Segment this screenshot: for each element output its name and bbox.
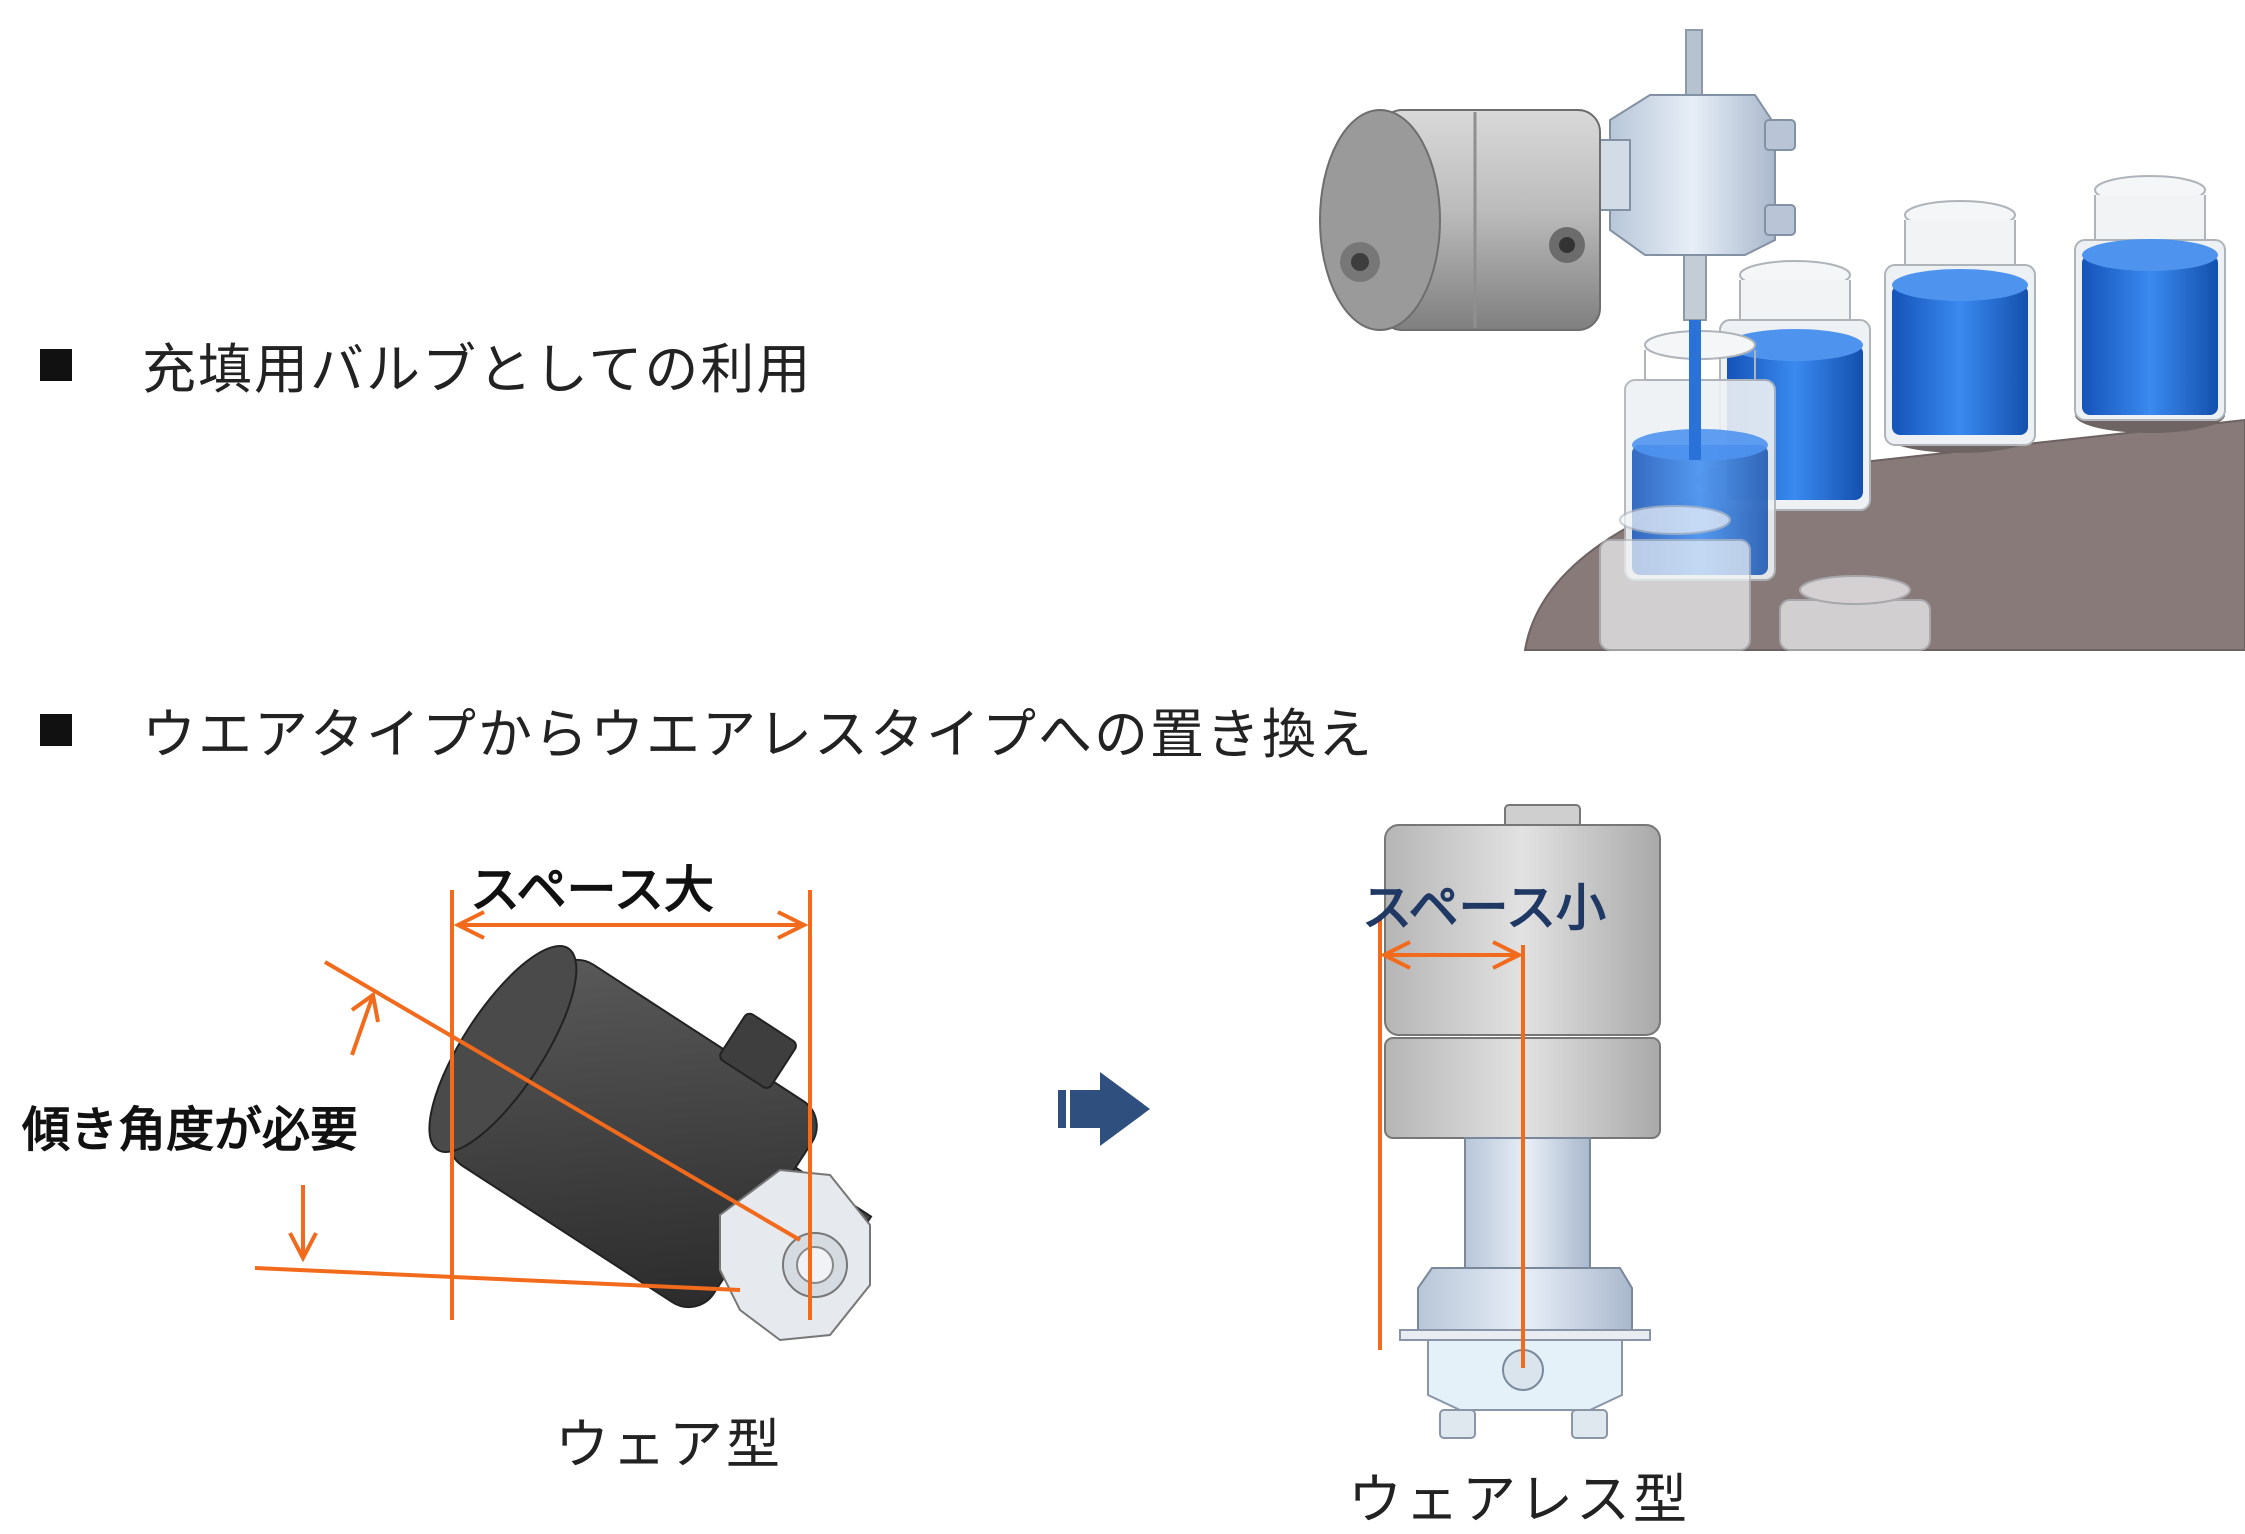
filling-valve-illustration	[1319, 29, 2245, 651]
space-large-label: スペース大	[470, 861, 714, 919]
bullet-replacement: ウエアタイプからウエアレスタイプへの置き換え	[40, 690, 1374, 769]
weirless-type-valve-illustration	[1384, 804, 1661, 1439]
bottle	[1884, 200, 2036, 446]
tilt-angle-required-label: 傾き角度が必要	[22, 1102, 359, 1158]
right-arrow-icon	[1058, 1072, 1150, 1146]
bullet-filling-valve: 充填用バルブとしての利用	[40, 325, 812, 404]
bullet-text-replacement: ウエアタイプからウエアレスタイプへの置き換え	[142, 703, 1374, 766]
weirless-type-caption: ウェアレス型	[1348, 1468, 1690, 1531]
black-square-bullet-icon	[40, 713, 72, 746]
space-large-dimension	[450, 890, 812, 1320]
bullet-text-filling-valve: 充填用バルブとしての利用	[142, 338, 813, 401]
weir-type-valve-illustration	[428, 945, 873, 1342]
tilt-angle-annotation	[254, 960, 802, 1292]
bottle	[2074, 175, 2226, 421]
weir-type-caption: ウェア型	[555, 1413, 783, 1476]
black-square-bullet-icon	[40, 348, 72, 381]
space-small-dimension	[1378, 915, 1525, 1368]
space-small-label: スペース小	[1362, 879, 1606, 937]
bottle	[1599, 505, 1931, 651]
